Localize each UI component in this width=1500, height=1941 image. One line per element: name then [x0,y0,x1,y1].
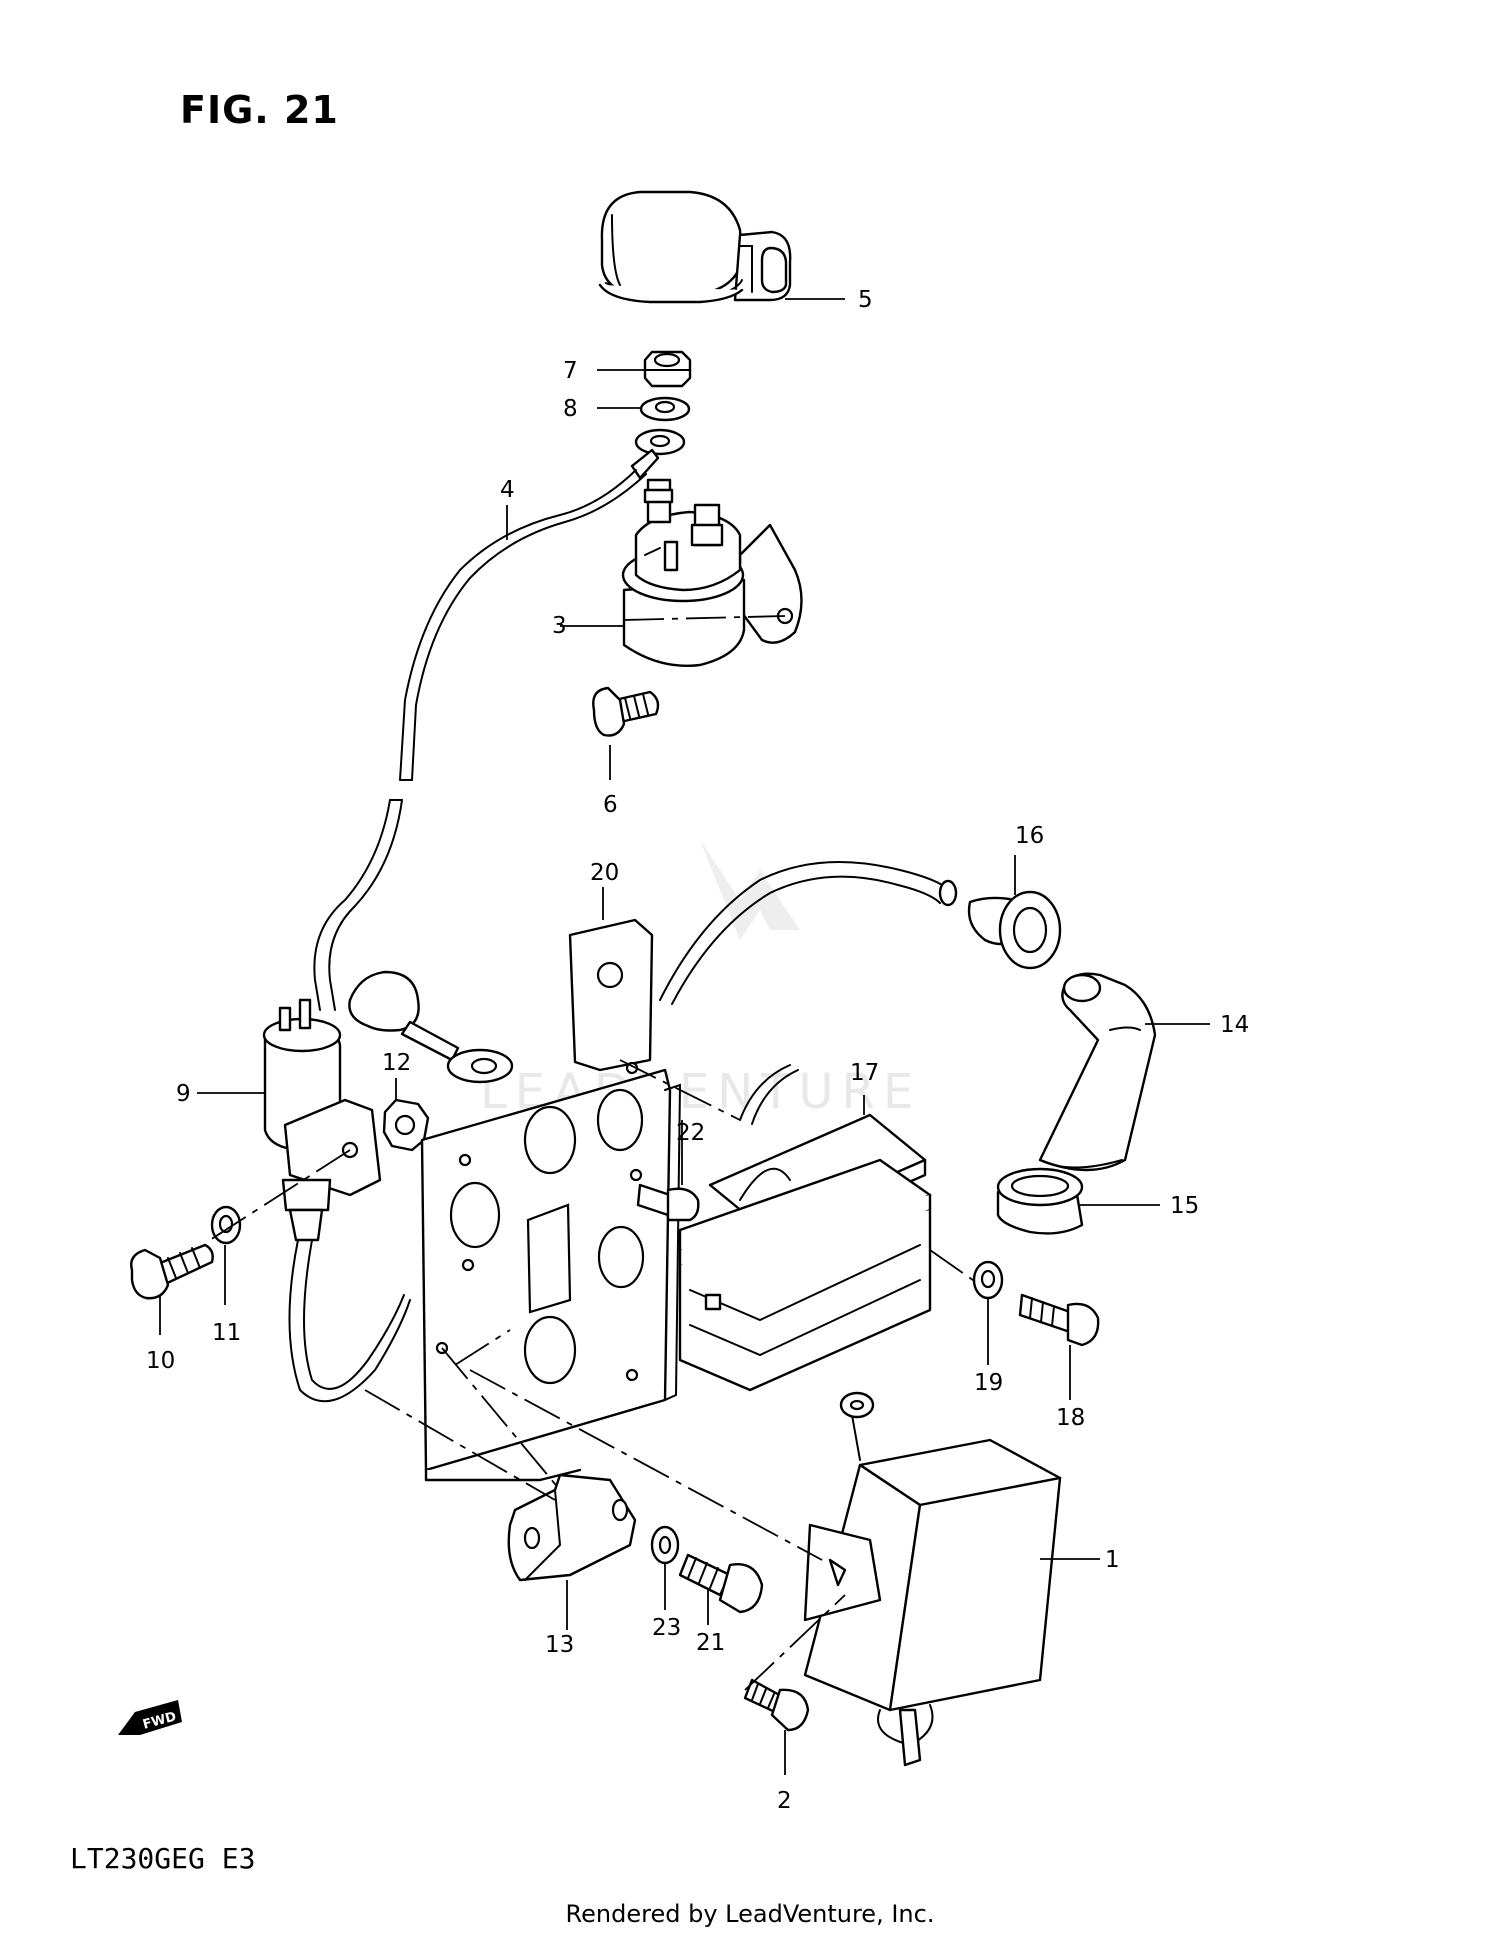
callout-19: 19 [974,1370,1003,1396]
callout-2: 2 [777,1788,792,1814]
part-8-washer[interactable] [639,396,691,422]
part-14-hose-elbow[interactable] [1038,972,1157,1172]
footer-credit: Rendered by LeadVenture, Inc. [565,1900,935,1928]
part-11-washer[interactable] [210,1205,242,1245]
part-5-terminal-cover[interactable] [598,190,792,304]
callout-21: 21 [696,1630,725,1656]
callout-labels: 1 2 3 4 5 6 7 8 9 10 11 12 13 14 15 16 1… [146,287,1249,1814]
callout-15: 15 [1170,1193,1199,1219]
callout-8: 8 [563,396,578,422]
callout-1: 1 [1105,1547,1120,1573]
callout-9: 9 [176,1081,191,1107]
leader-lines [159,298,1210,1775]
callout-14: 14 [1220,1012,1249,1038]
part-20-mounting-plate[interactable] [420,918,682,1482]
callout-11: 11 [212,1320,241,1346]
part-15-hose-grommet[interactable] [996,1167,1084,1235]
part-6-bolt[interactable] [592,686,660,737]
part-2-screw[interactable] [743,1678,810,1732]
callout-13: 13 [545,1632,574,1658]
callout-6: 6 [603,792,618,818]
callout-7: 7 [563,358,578,384]
part-13-bracket[interactable] [507,1473,637,1582]
figure-title: FIG. 21 [180,88,339,132]
part-19-washer[interactable] [972,1260,1004,1300]
callout-23: 23 [652,1615,681,1641]
part-21-bolt[interactable] [678,1553,764,1614]
part-4-lead-wire[interactable] [313,448,660,1084]
part-22-bolt[interactable] [636,1183,700,1222]
part-3-starter-relay[interactable] [621,428,803,667]
callout-18: 18 [1056,1405,1085,1431]
part-23-washer[interactable] [650,1525,680,1565]
callout-17: 17 [850,1060,879,1086]
model-code: LT230GEG E3 [70,1842,256,1875]
callout-20: 20 [590,860,619,886]
callout-10: 10 [146,1348,175,1374]
part-10-bolt[interactable] [130,1243,214,1300]
callout-22: 22 [676,1120,705,1146]
part-9-ignition-coil[interactable] [262,998,411,1403]
part-18-screw[interactable] [1018,1293,1100,1347]
fwd-arrow-icon: FWD [118,1700,182,1735]
part-7-nut[interactable] [643,350,692,388]
callout-4: 4 [500,477,515,503]
callout-12: 12 [382,1050,411,1076]
assembly-lines [209,615,981,1691]
part-1-cdi-unit[interactable] [803,1391,1062,1767]
part-17-regulator-rectifier[interactable] [678,1064,932,1392]
part-16-hose-joint[interactable] [659,861,1062,1005]
callout-16: 16 [1015,823,1044,849]
part-12-nut[interactable] [382,1098,430,1152]
callout-3: 3 [552,613,567,639]
callout-5: 5 [858,287,873,313]
